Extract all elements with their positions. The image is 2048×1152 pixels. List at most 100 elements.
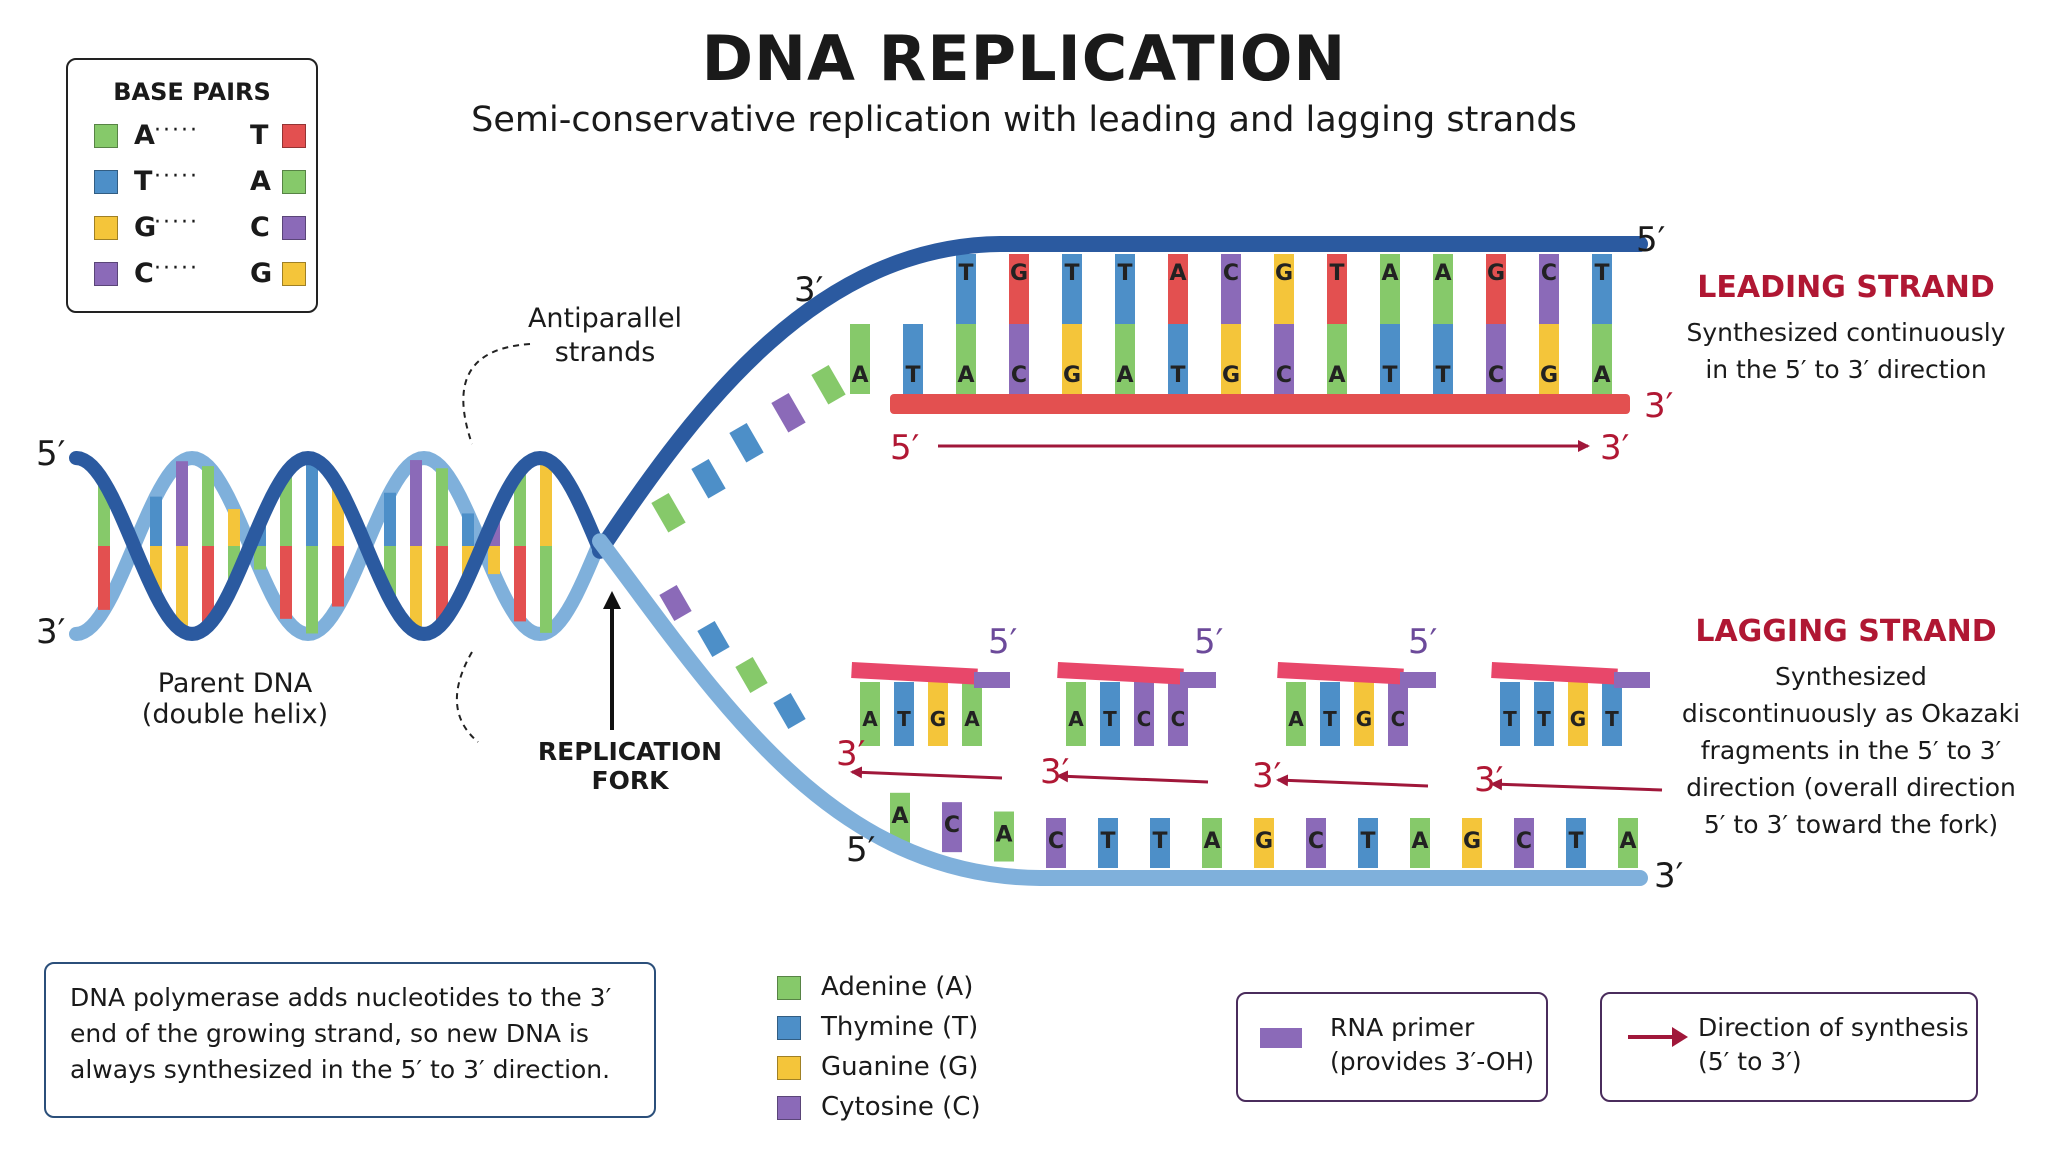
- fragment-five-prime: 5′: [1408, 622, 1438, 662]
- lagging-template-base: [1462, 818, 1482, 868]
- base-block: [1433, 324, 1453, 394]
- fragment-five-prime: 5′: [988, 622, 1018, 662]
- base-block: [1115, 324, 1135, 394]
- base-label: C: [1541, 261, 1557, 286]
- lagging-template-base: [1202, 818, 1222, 868]
- page-title: DNA REPLICATION: [701, 22, 1347, 95]
- base-block: [1539, 324, 1559, 394]
- okazaki-base: [1568, 682, 1588, 746]
- base-letter: G: [250, 258, 273, 289]
- base-label: A: [862, 707, 878, 731]
- leading-new-three-prime: 3′: [1644, 386, 1674, 426]
- base-block: [1433, 254, 1453, 324]
- replication-fork-label: REPLICATION FORK: [537, 737, 723, 795]
- base-label: T: [1382, 363, 1397, 388]
- base-label: A: [1411, 829, 1428, 854]
- rna-primer-legend: RNA primer (provides 3′-OH): [1236, 992, 1548, 1102]
- legend-item-thymine: Thymine (T): [777, 1012, 1037, 1044]
- base-swatch: [282, 216, 306, 240]
- okazaki-base: [1134, 682, 1154, 746]
- base-label: T: [1537, 707, 1551, 731]
- direction-label: Direction of synthesis: [1698, 1013, 1969, 1042]
- fork-base-block: [651, 493, 686, 533]
- rna-primer-swatch: [1260, 1028, 1302, 1048]
- new-leading-strand: [890, 394, 1630, 414]
- fork-base-block: [773, 693, 806, 729]
- base-label: T: [1605, 707, 1619, 731]
- base-pair-row: T ····· A: [94, 164, 314, 198]
- fragment-three-prime: 3′: [836, 734, 866, 774]
- rna-primer: [1400, 672, 1436, 688]
- base-label: A: [1169, 261, 1186, 286]
- legend-item-guanine: Guanine (G): [777, 1052, 1037, 1084]
- base-block: [1486, 254, 1506, 324]
- okazaki-base: [1100, 682, 1120, 746]
- legend-label: Guanine (G): [821, 1052, 979, 1082]
- leading-template-three-prime: 3′: [794, 270, 824, 310]
- base-label: C: [1048, 829, 1064, 854]
- base-pairs-key: BASE PAIRS A ····· T T ····· A G ····· C…: [66, 58, 318, 313]
- helix-base-pair: [176, 546, 188, 631]
- thymine-swatch: [777, 1016, 801, 1040]
- leading-arrow-three-prime: 3′: [1600, 428, 1630, 468]
- direction-arrow-icon: [1628, 1027, 1688, 1047]
- okazaki-fragment-backbone: [851, 662, 978, 685]
- fragment-three-prime: 3′: [1040, 752, 1070, 792]
- parent-strand-dark: [69, 450, 607, 642]
- okazaki-base: [1602, 682, 1622, 746]
- base-block: [1274, 324, 1294, 394]
- lagging-template-base: [1358, 818, 1378, 868]
- okazaki-base: [1320, 682, 1340, 746]
- base-label: A: [1619, 829, 1636, 854]
- base-label: A: [1288, 707, 1304, 731]
- fork-base-block: [771, 393, 806, 433]
- leading-template-five-prime: 5′: [1636, 220, 1666, 260]
- base-block: [1274, 254, 1294, 324]
- base-label: C: [1516, 829, 1532, 854]
- lagging-template-strand: [592, 533, 1648, 886]
- base-label: G: [1540, 363, 1558, 388]
- okazaki-direction-arrow: [1490, 778, 1663, 792]
- hydrogen-bond-dots: ·····: [154, 210, 199, 235]
- lagging-template-base: [942, 802, 962, 853]
- okazaki-base: [1066, 682, 1086, 746]
- base-label: G: [1063, 363, 1081, 388]
- lagging-template-base: [1306, 818, 1326, 868]
- helix-three-prime-label: 3′: [36, 612, 66, 652]
- base-pairs-title: BASE PAIRS: [113, 78, 271, 106]
- guanine-swatch: [777, 1056, 801, 1080]
- helix-base-pair: [384, 492, 396, 546]
- base-label: A: [964, 707, 980, 731]
- parent-dna-subtitle: (double helix): [141, 699, 329, 730]
- base-label: G: [1487, 261, 1505, 286]
- base-block: [1062, 324, 1082, 394]
- fork-base-block: [697, 621, 730, 657]
- okazaki-base: [962, 682, 982, 746]
- base-block: [1327, 324, 1347, 394]
- cytosine-swatch: [777, 1096, 801, 1120]
- rna-primer-sublabel: (provides 3′-OH): [1330, 1047, 1535, 1076]
- lagging-strand-heading: LAGGING STRAND: [1695, 614, 1997, 649]
- base-label: G: [1222, 363, 1240, 388]
- legend-label: Cytosine (C): [821, 1092, 981, 1122]
- leading-strand-description: Synthesized continuously in the 5′ to 3′…: [1686, 318, 2006, 384]
- base-block: [1539, 254, 1559, 324]
- direction-legend: Direction of synthesis (5′ to 3′): [1600, 992, 1978, 1102]
- lagging-strand-description: Synthesized discontinuously as Okazaki f…: [1681, 662, 2021, 839]
- base-label: G: [1356, 707, 1372, 731]
- base-label: A: [1203, 829, 1220, 854]
- base-letter: T: [134, 166, 153, 197]
- base-block: [956, 254, 976, 324]
- base-label: A: [891, 804, 908, 829]
- lagging-template-base: [1618, 818, 1638, 868]
- base-block: [1009, 324, 1029, 394]
- helix-base-pair: [540, 459, 552, 546]
- parent-dna-label: Parent DNA (double helix): [140, 668, 330, 730]
- base-label: G: [930, 707, 946, 731]
- okazaki-base: [1388, 682, 1408, 746]
- base-label: T: [1568, 829, 1583, 854]
- legend-label: Thymine (T): [821, 1012, 979, 1042]
- okazaki-direction-arrow: [1276, 774, 1429, 788]
- fragment-three-prime: 3′: [1474, 760, 1504, 800]
- helix-base-pair: [280, 546, 292, 619]
